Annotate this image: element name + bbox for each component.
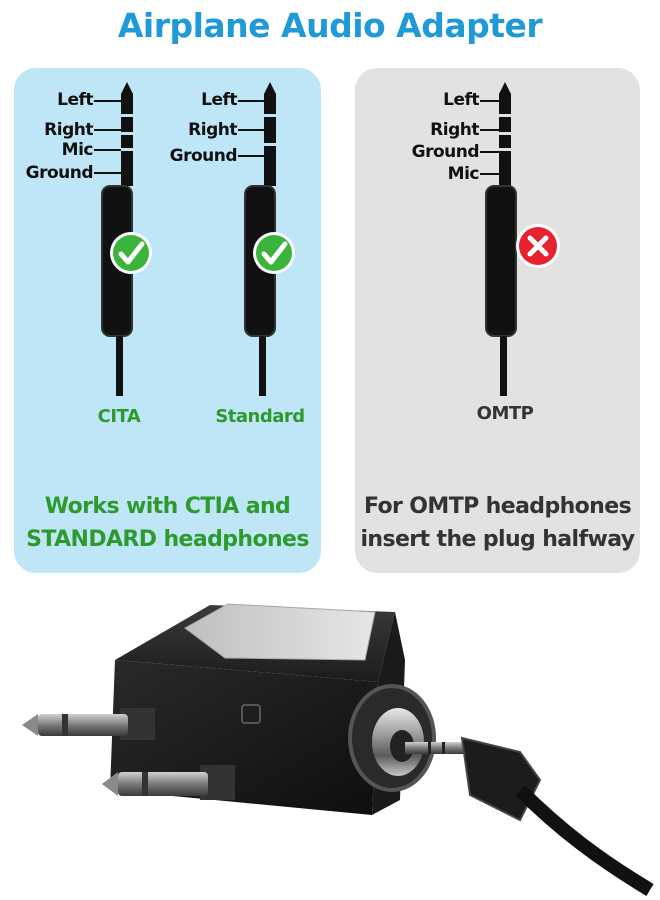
compatible-caption-line-2: STANDARD headphones [26, 527, 309, 552]
compatible-jacks-illustration [94, 82, 295, 396]
cita-label-right: Right [44, 120, 93, 140]
check-icon [253, 232, 295, 274]
check-icon [110, 232, 152, 274]
headphone-plug [405, 736, 654, 897]
headphone-socket [348, 684, 436, 792]
compatible-caption-line-1: Works with CTIA and [44, 494, 291, 519]
standard-jack [238, 82, 295, 396]
omtp-panel: Left Right Ground Mic OMTP For OMTP head… [355, 68, 640, 573]
airplane-adapter-photo [22, 603, 654, 897]
omtp-label-left: Left [443, 90, 479, 110]
omtp-label-right: Right [430, 120, 479, 140]
cita-label-left: Left [57, 90, 93, 110]
omtp-caption-line-1: For OMTP headphones [363, 494, 632, 519]
airplane-prong-upper [22, 708, 155, 740]
cita-label-ground: Ground [25, 163, 94, 183]
omtp-jack [480, 82, 560, 396]
cita-jack [94, 82, 152, 396]
page-title: Airplane Audio Adapter [117, 6, 543, 45]
omtp-type-label: OMTP [476, 403, 534, 424]
standard-label-left: Left [201, 90, 237, 110]
cita-type-label: CITA [97, 406, 141, 427]
omtp-label-mic: Mic [447, 164, 480, 184]
standard-label-right: Right [188, 120, 237, 140]
standard-type-label: Standard [215, 406, 305, 427]
cross-icon [516, 224, 560, 268]
compatible-caption: Works with CTIA and STANDARD headphones [14, 490, 321, 556]
standard-label-ground: Ground [169, 146, 238, 166]
omtp-caption-line-2: insert the plug halfway [360, 527, 635, 552]
omtp-caption: For OMTP headphones insert the plug half… [355, 490, 640, 556]
airplane-prong-lower [102, 765, 235, 800]
compatible-panel: Left Right Mic Ground Left Right Ground … [14, 68, 321, 573]
cita-label-mic: Mic [61, 140, 94, 160]
omtp-jack-illustration [480, 82, 560, 396]
omtp-label-ground: Ground [411, 142, 480, 162]
